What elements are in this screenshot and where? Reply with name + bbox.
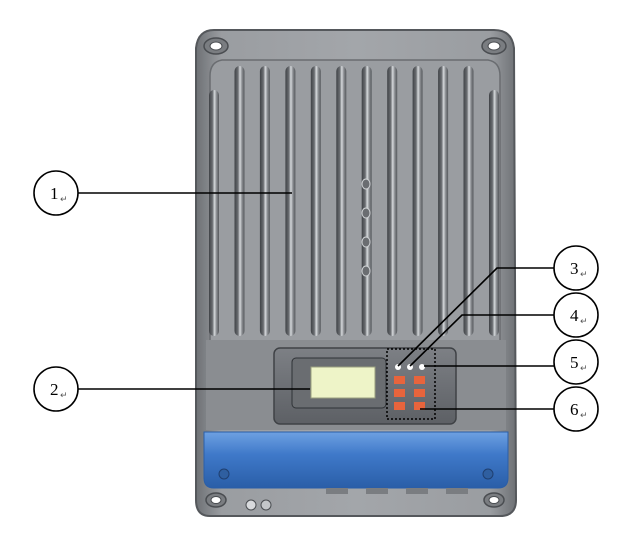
heatsink-fin: [387, 66, 398, 336]
mounting-hole-top-right: [481, 37, 507, 55]
callout-5: 5 ↵: [553, 339, 599, 385]
ground-symbol-icon: [260, 499, 272, 511]
heatsink-fin: [361, 66, 372, 336]
band-screw-left: [218, 468, 230, 480]
band-screw-right: [482, 468, 494, 480]
callout-3-mark: ↵: [580, 270, 588, 280]
heatsink-fin: [209, 90, 219, 336]
vent-dot: [361, 178, 371, 190]
mounting-hole-top-left: [203, 37, 229, 55]
callout-6-label: 6: [570, 400, 579, 419]
callout-4: 4 ↵: [553, 292, 599, 338]
button-right-middle[interactable]: [414, 389, 425, 397]
leader-line-3: [397, 267, 554, 367]
heatsink-fin: [285, 66, 296, 336]
vent-dot: [361, 236, 371, 248]
control-panel: [206, 340, 506, 430]
callout-3-label: 3: [570, 259, 579, 278]
callout-1: 1 ↵: [33, 170, 79, 216]
vent-dot: [361, 207, 371, 219]
leader-lines: [78, 192, 554, 410]
callout-6-mark: ↵: [580, 411, 588, 421]
vent-dots: [361, 178, 371, 277]
heatsink-fin: [463, 66, 474, 336]
callout-2: 2 ↵: [33, 366, 79, 412]
heatsink-fin: [438, 66, 449, 336]
mounting-hole-bottom-right: [483, 492, 505, 508]
bottom-ports: [245, 488, 468, 511]
button-left-top[interactable]: [394, 376, 405, 384]
heatsink-fin: [259, 66, 270, 336]
cable-gland: [326, 488, 348, 494]
callout-5-mark: ↵: [580, 364, 588, 374]
callout-6: 6 ↵: [553, 386, 599, 432]
vent-dot: [361, 265, 371, 277]
cable-gland: [446, 488, 468, 494]
cable-gland: [366, 488, 388, 494]
heatsink-fin: [412, 66, 423, 336]
heatsink-fin: [310, 66, 321, 336]
button-left-middle[interactable]: [394, 389, 405, 397]
blue-band: [203, 431, 509, 489]
heatsink-fin: [234, 66, 245, 336]
heatsink-fin: [489, 90, 499, 336]
callout-4-label: 4: [570, 306, 579, 325]
button-left-bottom[interactable]: [394, 402, 405, 410]
button-right-top[interactable]: [414, 376, 425, 384]
callout-2-mark: ↵: [60, 391, 68, 401]
leader-line-4: [409, 314, 554, 367]
callout-5-label: 5: [570, 353, 579, 372]
led-indicator-load: [419, 364, 425, 370]
callout-1-mark: ↵: [60, 195, 68, 205]
button-right-bottom[interactable]: [414, 402, 425, 410]
mounting-hole-bottom-left: [205, 492, 227, 508]
terminal-cover-band: [203, 431, 509, 489]
callout-3: 3 ↵: [553, 245, 599, 291]
ground-screw-icon: [245, 499, 257, 511]
cable-gland: [406, 488, 428, 494]
lcd-screen: [310, 366, 376, 399]
button-group-outline: [386, 348, 436, 420]
callout-2-label: 2: [50, 380, 59, 399]
callout-4-mark: ↵: [580, 317, 588, 327]
heatsink-fin: [336, 66, 347, 336]
callout-1-label: 1: [50, 184, 59, 203]
